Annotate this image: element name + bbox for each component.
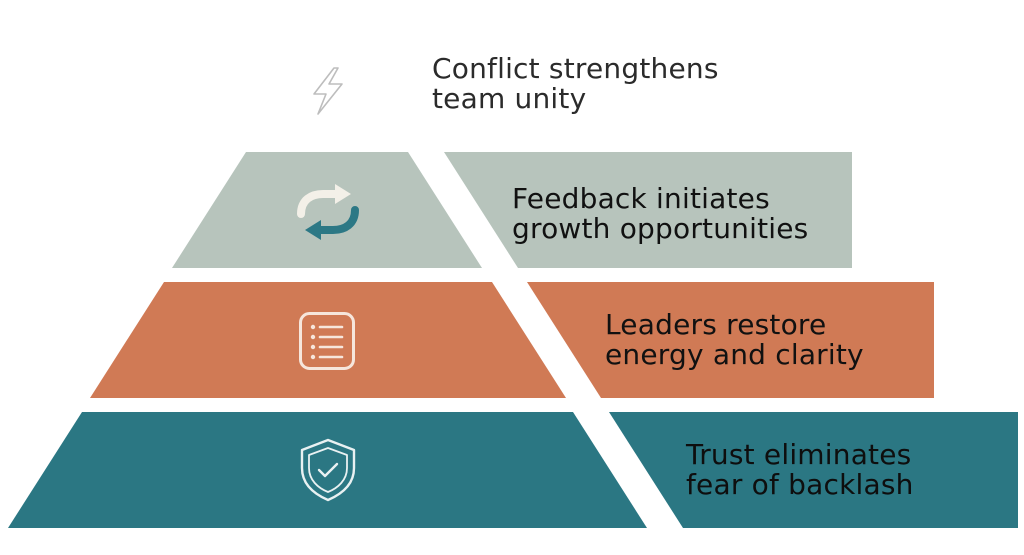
level-feedback-banner: [444, 152, 852, 268]
level-leaders-line2: energy and clarity: [605, 338, 864, 371]
level-trust-banner: [609, 412, 1018, 528]
level-conflict-line1: Conflict strengthens: [432, 52, 719, 85]
level-feedback-line2: growth opportunities: [512, 212, 808, 245]
lightning-icon: [313, 67, 343, 115]
level-leaders-banner: [527, 282, 934, 398]
level-trust: Trust eliminates fear of backlash: [8, 412, 1018, 528]
shield-check-icon: [300, 438, 356, 502]
level-conflict-line2: team unity: [432, 82, 586, 115]
level-trust-trapezoid: [8, 412, 647, 528]
level-feedback: Feedback initiates growth opportunities: [172, 152, 852, 268]
list-icon: [299, 312, 355, 370]
level-leaders: Leaders restore energy and clarity: [90, 282, 934, 398]
level-leaders-trapezoid: [90, 282, 566, 398]
cycle-arrows-icon: [297, 184, 359, 240]
level-trust-line1: Trust eliminates: [685, 438, 911, 471]
level-leaders-line1: Leaders restore: [605, 308, 826, 341]
level-feedback-line1: Feedback initiates: [512, 182, 770, 215]
level-feedback-trapezoid: [172, 152, 482, 268]
level-conflict: Conflict strengthens team unity: [313, 52, 719, 115]
level-trust-line2: fear of backlash: [686, 468, 914, 501]
